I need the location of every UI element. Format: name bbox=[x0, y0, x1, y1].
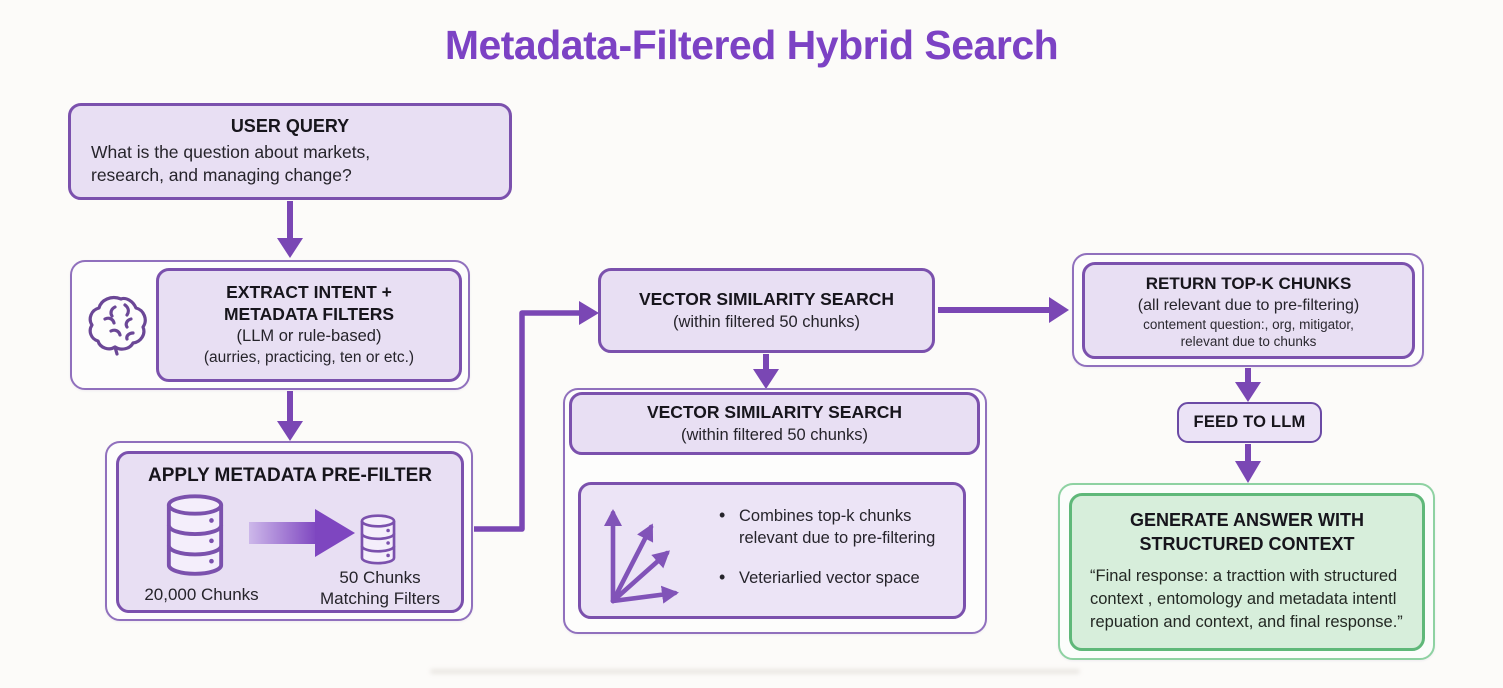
return-topk-subtitle: (all relevant due to pre-filtering) bbox=[1137, 297, 1360, 314]
generate-answer-title: STRUCTURED CONTEXT bbox=[1139, 534, 1355, 554]
vector-space-icon bbox=[604, 509, 679, 604]
node-apply-prefilter-container: APPLY METADATA PRE-FILTER bbox=[105, 441, 473, 621]
node-apply-prefilter: APPLY METADATA PRE-FILTER bbox=[116, 451, 464, 613]
user-query-title: USER QUERY bbox=[230, 116, 350, 136]
node-user-query: USER QUERY What is the question about ma… bbox=[68, 103, 512, 200]
node-vector-search-2: VECTOR SIMILARITY SEARCH (within filtere… bbox=[569, 392, 980, 455]
node-return-topk-container: RETURN TOP-K CHUNKS (all relevant due to… bbox=[1072, 253, 1424, 367]
arrow-vss1-to-return-topk bbox=[938, 297, 1069, 323]
small-db-label: 50 Chunks Matching Filters bbox=[320, 568, 440, 608]
brain-icon bbox=[88, 295, 147, 356]
arrow-extract-to-apply bbox=[277, 391, 303, 441]
large-db-label: 20,000 Chunks bbox=[144, 585, 259, 604]
extract-intent-title: EXTRACT INTENT + bbox=[226, 282, 392, 302]
node-return-topk: RETURN TOP-K CHUNKS (all relevant due to… bbox=[1082, 262, 1415, 359]
return-topk-title: RETURN TOP-K CHUNKS bbox=[1145, 274, 1352, 293]
arrow-return-to-feed-llm bbox=[1235, 368, 1261, 402]
list-item: Veteriarlied vector space bbox=[717, 566, 935, 589]
vss1-title: VECTOR SIMILARITY SEARCH bbox=[638, 289, 895, 309]
node-extract-intent-container: EXTRACT INTENT + METADATA FILTERS (LLM o… bbox=[70, 260, 470, 390]
extract-intent-subtitle: (aurries, practicing, ten or etc.) bbox=[203, 349, 415, 366]
floor-shadow bbox=[430, 669, 1080, 674]
list-item: Combines top-k chunks relevant due to pr… bbox=[717, 504, 935, 549]
generate-answer-title: GENERATE ANSWER WITH bbox=[1130, 510, 1364, 530]
generate-answer-body: “Final response: a tracttion with struct… bbox=[1090, 567, 1403, 631]
node-generate-answer: GENERATE ANSWER WITH STRUCTURED CONTEXT … bbox=[1069, 493, 1425, 651]
extract-intent-title: METADATA FILTERS bbox=[223, 304, 395, 324]
arrow-user-query-to-extract bbox=[277, 201, 303, 258]
page-title: Metadata-Filtered Hybrid Search bbox=[444, 22, 1059, 68]
user-query-body-line: research, and managing change? bbox=[91, 165, 352, 185]
return-topk-note: contement question:, org, mitigator, bbox=[1143, 317, 1354, 332]
vss1-subtitle: (within filtered 50 chunks) bbox=[672, 313, 861, 331]
node-feed-to-llm: FEED TO LLM bbox=[1177, 402, 1322, 443]
arrow-feed-llm-to-answer bbox=[1235, 444, 1261, 483]
return-topk-note: relevant due to chunks bbox=[1180, 334, 1317, 349]
vss2-subtitle: (within filtered 50 chunks) bbox=[680, 426, 869, 444]
feed-llm-label: FEED TO LLM bbox=[1193, 413, 1306, 431]
user-query-body-line: What is the question about markets, bbox=[91, 142, 371, 162]
database-large-icon bbox=[166, 494, 224, 576]
database-small-icon bbox=[360, 514, 396, 565]
arrow-vss1-to-vss2 bbox=[753, 354, 779, 389]
vss2-title: VECTOR SIMILARITY SEARCH bbox=[646, 402, 903, 422]
extract-intent-subtitle: (LLM or rule-based) bbox=[236, 327, 382, 345]
node-extract-intent: EXTRACT INTENT + METADATA FILTERS (LLM o… bbox=[156, 268, 462, 382]
node-vector-search-1: VECTOR SIMILARITY SEARCH (within filtere… bbox=[598, 268, 935, 353]
apply-prefilter-title: APPLY METADATA PRE-FILTER bbox=[148, 465, 432, 486]
vss-details-list: Combines top-k chunks relevant due to pr… bbox=[717, 504, 935, 589]
node-vector-search-2-container: VECTOR SIMILARITY SEARCH (within filtere… bbox=[563, 388, 987, 634]
filter-arrow-icon bbox=[249, 509, 355, 557]
node-generate-answer-container: GENERATE ANSWER WITH STRUCTURED CONTEXT … bbox=[1058, 483, 1435, 660]
node-vss-details: Combines top-k chunks relevant due to pr… bbox=[578, 482, 966, 619]
